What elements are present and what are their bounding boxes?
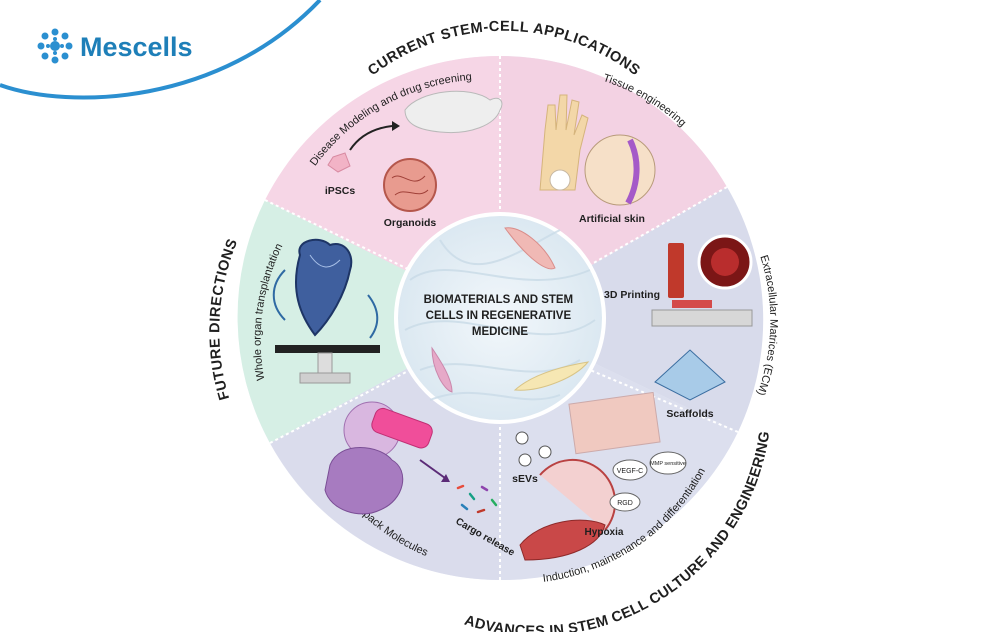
label-organoids: Organoids [384, 217, 437, 229]
printer-plate [651, 309, 753, 327]
label-rgd: RGD [617, 500, 633, 507]
center-title: BIOMATERIALS AND STEM CELLS IN REGENERAT… [424, 294, 577, 338]
rotate-arrow-left-icon [272, 269, 286, 321]
cell-large [519, 519, 606, 561]
scaffold-illustration [654, 349, 726, 401]
heart-illustration [294, 238, 353, 337]
printer-nozzle [668, 243, 684, 298]
label-hypoxia: Hypoxia [585, 527, 624, 538]
skin-zoom-circle [584, 134, 656, 206]
brand-swoosh [0, 0, 322, 100]
logo-icon [50, 41, 60, 51]
macrophage-cell [324, 447, 404, 515]
cell-pink-top [504, 227, 556, 270]
release-arrow [419, 459, 446, 479]
label-sevs: sEVs [512, 473, 538, 485]
mouse-illustration [404, 90, 503, 134]
printed-layer [672, 300, 712, 308]
skin-spot [549, 169, 571, 191]
label-ipscs: iPSCs [325, 185, 356, 197]
culture-gel [568, 391, 661, 455]
arrowhead-icon [392, 121, 400, 131]
organoid-illustration [383, 158, 437, 212]
skin-layer [625, 138, 640, 205]
backpack-patch [371, 407, 433, 449]
hand-illustration [539, 94, 589, 191]
surgical-table [275, 345, 380, 353]
hypoxia-circle [539, 458, 617, 531]
cell-pink-left [431, 346, 453, 393]
ecm-zoom-inner [711, 248, 739, 276]
arrow-icon [349, 125, 393, 151]
logo[interactable] [37, 28, 73, 64]
ipsc-cell [327, 152, 351, 173]
sector-dividers [264, 56, 739, 580]
release-arrowhead [441, 474, 450, 482]
rotate-arrow-right-icon [367, 294, 379, 339]
table-base [299, 372, 351, 384]
heading-left: FUTURE DIRECTIONS [207, 236, 241, 401]
label-vegf: VEGF-C [617, 468, 643, 475]
table-post [317, 352, 333, 374]
pill-rgd [609, 492, 641, 512]
sev-vesicles [515, 431, 552, 467]
brand-name[interactable]: Mescells [80, 32, 193, 62]
label-mmp: MMP sensitive [650, 461, 686, 467]
cargo-particles [456, 484, 498, 514]
logo-icon-dots [37, 28, 73, 64]
label-artificial-skin: Artificial skin [579, 213, 645, 225]
header-arc [0, 0, 320, 91]
pill-vegf [612, 459, 648, 481]
heart-detail [309, 254, 341, 268]
label-3d-printing: 3D Printing [604, 289, 660, 301]
label-scaffolds: Scaffolds [666, 408, 713, 420]
pill-mmp [649, 451, 687, 475]
organoid-folds [391, 175, 429, 196]
cell-yellow [513, 361, 590, 391]
